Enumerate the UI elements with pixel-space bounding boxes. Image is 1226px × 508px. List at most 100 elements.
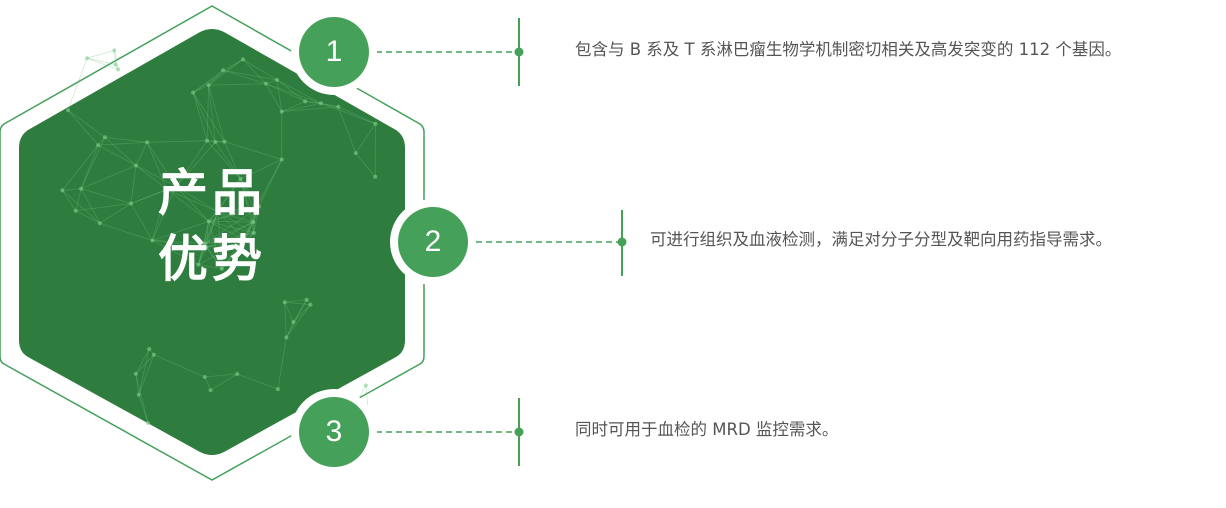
- network-line: [237, 373, 279, 390]
- network-line: [222, 59, 244, 71]
- network-node: [251, 220, 256, 225]
- point-text-1: 包含与 B 系及 T 系淋巴瘤生物学机制密切相关及高发突变的 112 个基因。: [575, 40, 1122, 59]
- point-text-3: 同时可用于血检的 MRD 监控需求。: [575, 420, 839, 439]
- network-node: [205, 138, 210, 143]
- network-line: [62, 190, 101, 224]
- network-line: [146, 142, 177, 187]
- connector-1: [376, 18, 524, 86]
- network-line: [138, 354, 155, 395]
- network-line: [197, 211, 219, 265]
- network-line: [130, 165, 137, 204]
- network-line: [61, 190, 77, 212]
- network-node: [129, 201, 134, 206]
- network-line: [208, 209, 255, 222]
- inner-hexagon: [19, 29, 405, 455]
- network-line: [67, 109, 99, 146]
- network-line: [208, 211, 219, 222]
- network-node: [256, 204, 261, 209]
- network-node: [96, 143, 101, 148]
- network-line: [242, 59, 267, 84]
- network-line: [242, 59, 278, 81]
- network-line: [147, 140, 208, 143]
- network-line: [217, 211, 255, 234]
- network-line: [215, 141, 241, 180]
- network-node: [116, 67, 121, 72]
- network-line: [240, 178, 254, 223]
- network-line: [217, 211, 223, 269]
- network-line: [192, 92, 208, 141]
- network-node: [363, 383, 368, 388]
- network-line: [135, 373, 149, 424]
- network-line: [175, 186, 210, 222]
- network-line: [252, 206, 260, 223]
- network-line: [217, 211, 246, 241]
- network-node: [164, 187, 169, 192]
- network-line: [276, 79, 283, 112]
- network-node: [97, 221, 102, 226]
- network-line: [80, 137, 106, 189]
- network-node: [235, 371, 240, 376]
- network-line: [75, 203, 132, 212]
- network-line: [206, 221, 254, 248]
- network-line: [75, 210, 101, 224]
- network-line: [192, 59, 244, 93]
- network-line: [254, 159, 283, 211]
- network-line: [337, 106, 357, 154]
- network-line: [62, 188, 82, 191]
- network-line: [224, 141, 282, 160]
- network-line: [130, 203, 153, 241]
- network-line: [151, 186, 177, 241]
- network-line: [276, 79, 322, 104]
- network-line: [97, 144, 137, 166]
- network-line: [320, 102, 339, 108]
- network-node: [113, 62, 118, 67]
- network-node: [133, 371, 138, 376]
- network-node: [146, 421, 151, 426]
- network-line: [138, 394, 149, 424]
- network-line: [217, 178, 241, 212]
- network-line: [240, 159, 282, 180]
- network-node: [79, 186, 84, 191]
- network-line: [305, 101, 321, 104]
- network-node: [60, 188, 65, 193]
- title-line-1: 产品: [158, 164, 266, 222]
- network-line: [208, 70, 224, 86]
- network-line: [80, 165, 137, 190]
- network-line: [285, 321, 294, 338]
- network-node: [222, 139, 227, 144]
- network-line: [138, 348, 150, 395]
- network-line: [240, 178, 260, 207]
- network-line: [285, 299, 307, 338]
- network-node: [238, 176, 243, 181]
- network-line: [175, 141, 216, 187]
- network-line: [206, 140, 241, 180]
- network-line: [61, 144, 99, 191]
- network-line: [99, 203, 132, 224]
- network-line: [175, 186, 218, 213]
- network-node: [204, 245, 209, 250]
- network-line: [208, 59, 244, 86]
- network-line: [192, 69, 224, 93]
- network-node: [303, 99, 308, 104]
- network-node: [147, 346, 152, 351]
- network-line: [135, 165, 168, 190]
- network-node: [263, 81, 268, 86]
- network-line: [244, 221, 254, 241]
- network-node: [150, 238, 155, 243]
- network-line: [217, 211, 254, 223]
- network-node: [373, 121, 378, 126]
- network-line: [355, 152, 376, 177]
- network-line: [80, 145, 99, 189]
- network-node: [274, 77, 279, 82]
- network-node: [308, 302, 313, 307]
- network-node: [304, 297, 309, 302]
- network-node: [191, 90, 196, 95]
- network-node: [242, 238, 247, 243]
- network-line: [197, 243, 206, 265]
- outer-hexagon-outline: [0, 5, 425, 481]
- network-line: [320, 102, 376, 125]
- network-line: [204, 209, 255, 244]
- network-line: [135, 165, 177, 187]
- network-node: [202, 374, 207, 379]
- network-line: [258, 159, 283, 207]
